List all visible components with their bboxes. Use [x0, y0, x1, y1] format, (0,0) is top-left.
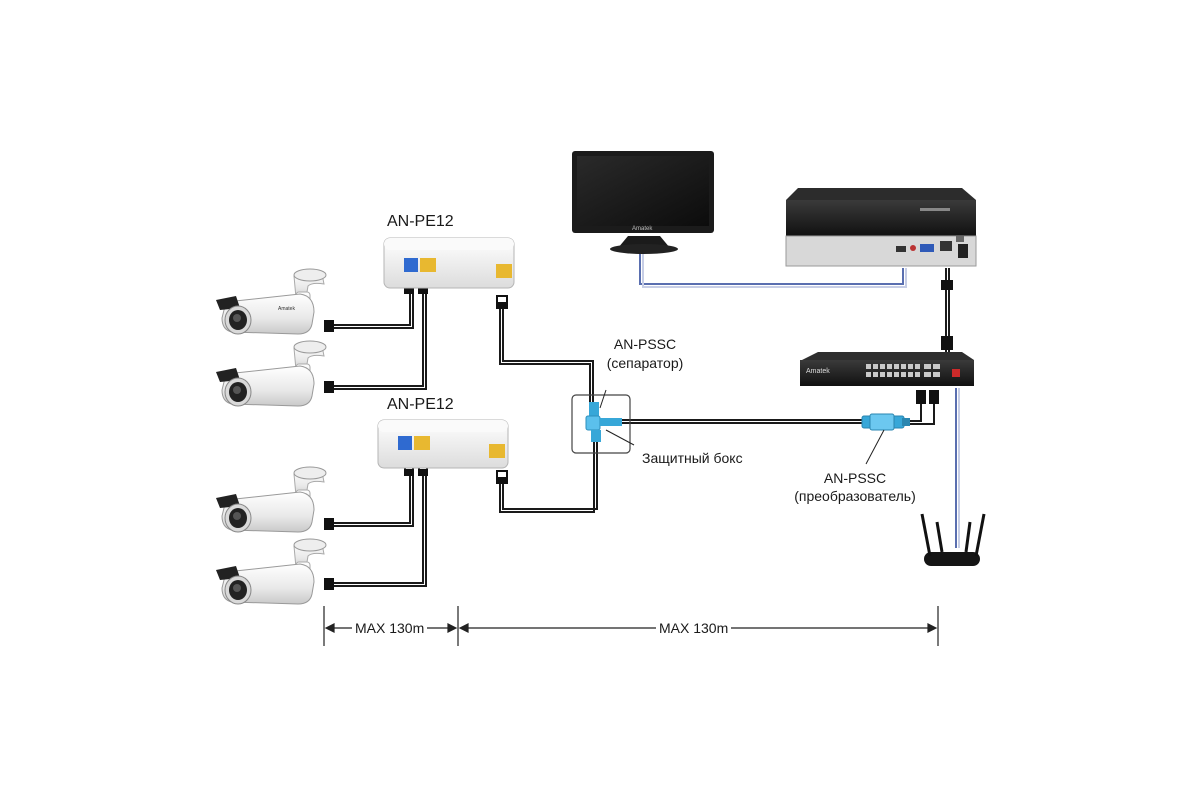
pe12-device-top [383, 237, 515, 289]
monitor-brand: Amatek [632, 226, 653, 232]
pssc-converter-desc: (преобразователь) [794, 488, 916, 504]
pssc-converter [861, 413, 910, 431]
camera-brand: Amatek [278, 306, 295, 312]
camera-2 [215, 340, 327, 407]
camera-4 [215, 538, 327, 605]
pe12-bottom-label: AN-PE12 [387, 396, 454, 413]
camera-1 [215, 268, 327, 335]
cable-pe12-bottom-cam4 [332, 470, 424, 584]
dimension-left-label: MAX 130m [352, 620, 428, 636]
cable-pe12-top-cam1 [332, 290, 411, 326]
router [920, 513, 986, 566]
cable-hdmi [639, 254, 904, 285]
protective-box [571, 394, 631, 454]
cables [332, 268, 950, 587]
camera-3 [215, 466, 327, 533]
cable-pe12-top-cam2 [332, 290, 424, 387]
switch-brand: Amatek [806, 368, 830, 375]
pssc-separator [585, 402, 622, 442]
pe12-top-label: AN-PE12 [387, 213, 454, 230]
pssc-converter-name: AN-PSSC [823, 470, 887, 486]
monitor [572, 151, 714, 254]
dimension-right-label: MAX 130m [656, 620, 732, 636]
pssc-separator-name: AN-PSSC [613, 336, 677, 352]
cable-pe12-top-separator [499, 305, 591, 405]
protective-box-label: Защитный бокс [642, 450, 743, 466]
poe-switch [800, 352, 974, 386]
pssc-separator-desc: (сепаратор) [606, 355, 684, 371]
cable-pe12-bottom-cam3 [332, 470, 411, 524]
pe12-device-bottom [377, 419, 509, 469]
nvr-recorder [785, 188, 977, 267]
cable-pe12-bottom-separator [499, 440, 595, 513]
